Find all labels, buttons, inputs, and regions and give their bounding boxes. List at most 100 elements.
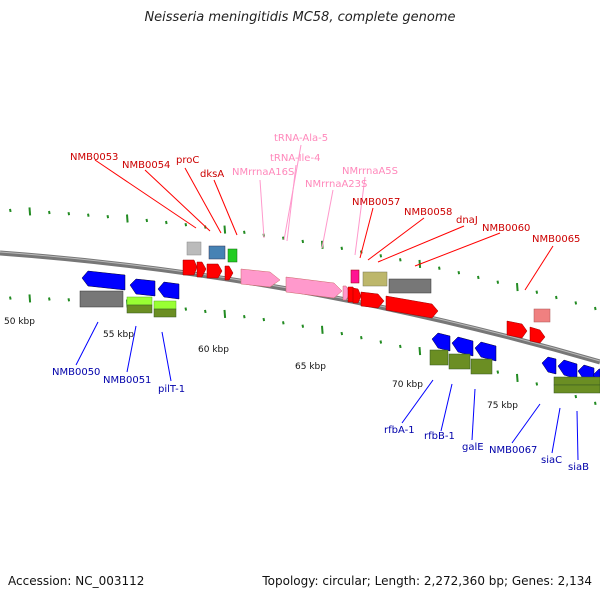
scale-labels: 50 kbp 55 kbp 60 kbp 65 kbp 70 kbp 75 kb… [4,317,518,411]
tick-mark [106,215,110,219]
leader-line [354,176,366,256]
cog-box [350,269,360,284]
tick-mark [204,309,207,314]
leader-line [94,159,197,229]
gene-label: proC [176,155,199,166]
scale-label: 70 kbp [392,380,423,390]
cog-box [126,296,153,306]
tick-mark [223,225,227,234]
gene-arrow [360,291,385,309]
gene-label: NMrrnaA16S [232,167,294,178]
leader-line [551,407,561,454]
cog-box [126,304,153,314]
gene-arrow [224,265,234,281]
gene-label: NMB0057 [352,197,400,208]
tick-mark [496,280,500,284]
tick-mark [301,239,305,244]
genome-backbone [0,250,600,365]
cog-box [79,290,124,308]
tick-mark [243,315,246,319]
cog-box [553,384,600,394]
tick-mark [438,266,441,270]
gene-arrow [529,326,546,344]
gene-arrow [196,261,207,278]
gene-arrow [385,295,439,319]
tick-mark [321,325,324,334]
gene-arrow [182,259,198,276]
gene-label: NMB0060 [482,223,530,234]
gene-label: NMB0053 [70,152,118,163]
forward-gene-row [182,259,546,344]
tick-mark [282,236,285,240]
gene-arrow [557,359,578,380]
tick-mark [379,340,383,344]
cog-box [362,271,388,287]
tick-mark [184,223,188,227]
scale-label: 75 kbp [487,401,518,411]
tick-mark [516,283,519,292]
tick-mark [48,297,51,301]
cog-box [553,376,600,386]
cog-box [388,278,432,294]
leader-line [161,331,172,382]
gene-label: rfbB-1 [424,431,455,442]
tick-mark [165,220,168,225]
cog-box [470,358,493,375]
scale-label: 65 kbp [295,362,326,372]
tick-mark [477,275,480,280]
gene-label: dnaJ [456,215,478,226]
tick-mark [243,230,246,234]
scale-label: 55 kbp [103,330,134,340]
gene-label: NMB0054 [122,160,170,171]
tick-mark [48,210,51,215]
cog-box [448,353,471,370]
forward-gene-labels: NMB0053 NMB0054 proC dksA NMB0057 NMB005… [70,152,580,245]
tick-mark [126,214,129,223]
tick-mark [399,344,402,349]
accession-label: Accession: NC_003112 [8,574,145,588]
reverse-gene-row [81,270,600,385]
gene-arrow [541,356,557,375]
forward-leaders [94,159,554,291]
tick-mark [379,254,383,258]
tick-mark [535,382,539,386]
tick-mark [496,370,500,374]
cog-reverse-row [79,290,600,394]
leader-line [184,167,222,234]
outer-tick-ring [9,207,597,311]
gene-label: NMB0058 [404,207,452,218]
tick-mark [28,207,32,216]
tick-mark [516,373,519,382]
leader-line [440,383,453,432]
tick-mark [594,306,597,311]
gene-label: NMB0067 [489,445,537,456]
leader-line [359,207,374,259]
scale-label: 60 kbp [198,345,229,355]
cog-box [208,245,226,260]
map-title: Neisseria meningitidis MC58, complete ge… [144,10,456,25]
leader-line [144,169,211,232]
gene-arrow [451,336,474,357]
rna-leaders [259,144,366,256]
tick-mark [145,218,149,223]
cog-box [186,241,202,256]
leader-line [471,388,476,441]
leader-line [126,325,137,373]
cog-box [533,308,551,323]
tick-mark [555,295,558,300]
leader-line [75,321,99,366]
tick-mark [340,331,344,336]
gene-label: siaB [568,462,589,473]
tick-mark [418,347,422,356]
tick-mark [184,307,188,311]
inner-tick-ring [9,294,597,405]
gene-arrow [506,320,528,339]
rrna-arrow [240,268,281,288]
leader-line [414,232,501,267]
gene-label: NMB0065 [532,234,580,245]
tick-mark [9,208,12,213]
gene-arrow [129,278,156,297]
tick-mark [67,212,71,216]
gene-label: tRNA-Ala-5 [274,133,328,144]
rrna-arrow [285,276,343,299]
